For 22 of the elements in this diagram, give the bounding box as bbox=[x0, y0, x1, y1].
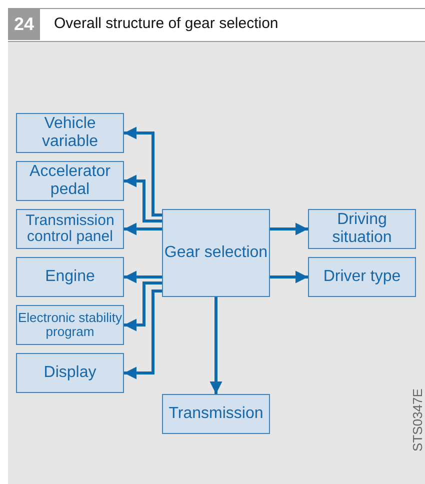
arrow bbox=[124, 126, 162, 216]
process-box: Engine bbox=[16, 257, 124, 297]
process-box: Gear selection bbox=[162, 209, 270, 297]
arrow bbox=[124, 290, 162, 380]
arrow bbox=[124, 282, 162, 332]
process-box: Vehicle variable bbox=[16, 113, 124, 153]
process-box: Display bbox=[16, 353, 124, 393]
arrow bbox=[124, 222, 162, 236]
arrow bbox=[124, 174, 162, 222]
process-box: Transmission bbox=[162, 394, 270, 434]
arrow bbox=[270, 222, 308, 236]
arrow bbox=[270, 270, 308, 284]
image-code: STS0347E bbox=[410, 388, 425, 454]
diagram-title: Overall structure of gear selection bbox=[54, 15, 278, 32]
process-box: Driving situation bbox=[308, 209, 416, 249]
process-box: Accelerator pedal bbox=[16, 161, 124, 201]
arrow bbox=[124, 270, 162, 284]
figure-number: 24 bbox=[8, 9, 40, 40]
process-box: Electronic stability program bbox=[16, 305, 124, 345]
process-box: Transmission control panel bbox=[16, 209, 124, 249]
arrow bbox=[210, 297, 222, 394]
process-box: Driver type bbox=[308, 257, 416, 297]
